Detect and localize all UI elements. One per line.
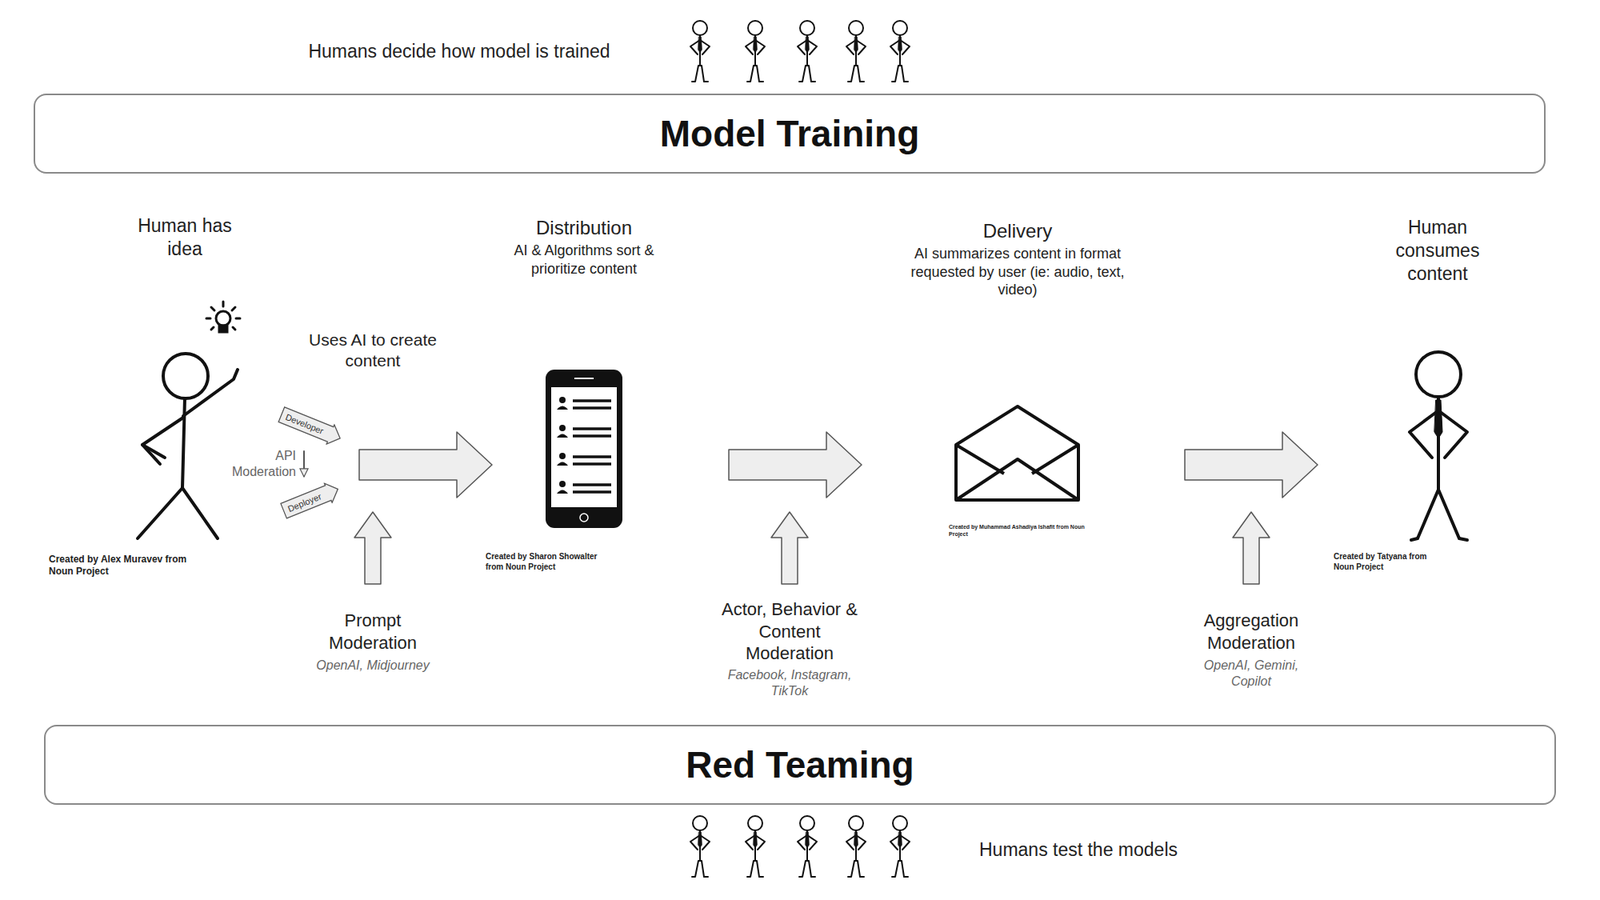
edge-label: API Moderation [222, 448, 296, 479]
stage-band: Red Teaming [44, 724, 1556, 805]
step-note: Uses AI to create content [304, 329, 441, 372]
human-figure [797, 20, 817, 82]
stage-band: Model Training [33, 93, 1546, 174]
role-arrow: Developer [276, 404, 345, 449]
moderation-title: Aggregation Moderation [1187, 609, 1316, 654]
phone-icon [545, 369, 623, 528]
envelope-icon [956, 406, 1079, 500]
human-figure [690, 20, 710, 82]
role-arrow: Deployer [278, 478, 343, 522]
footer-note: Humans test the models [950, 838, 1207, 862]
human-figure [690, 816, 710, 877]
human-figure [890, 20, 910, 82]
human-figure [745, 816, 765, 877]
moderation-arrow [771, 512, 808, 584]
stage-title: Human consumes content [1385, 216, 1490, 285]
stage-description: AI & Algorithms sort & prioritize conten… [500, 241, 668, 278]
flow-arrow [359, 432, 492, 498]
credit-text: Created by Alex Muravev from Noun Projec… [48, 553, 201, 578]
moderation-arrow [1232, 512, 1270, 584]
moderation-arrow [354, 512, 392, 584]
stage-title: Distribution [504, 216, 664, 240]
flow-arrow [728, 432, 862, 498]
node-text: Red Teaming [685, 743, 914, 787]
flow-arrow [1184, 432, 1318, 498]
company-list: OpenAI, Midjourney [292, 657, 453, 674]
moderation-title: Prompt Moderation [312, 609, 433, 654]
credit-text: Created by Tatyana from Noun Project [1333, 552, 1438, 572]
company-list: OpenAI, Gemini, Copilot [1199, 657, 1304, 690]
human-figure [890, 816, 910, 877]
lightbulb-icon [206, 301, 240, 332]
node-text: Model Training [660, 112, 920, 156]
human-figure [846, 816, 866, 877]
stage-title: Human has idea [124, 214, 245, 261]
moderation-connector [303, 450, 305, 477]
moderation-title: Actor, Behavior & Content Moderation [717, 598, 862, 665]
heading-note: Humans decide how model is trained [283, 40, 636, 64]
credit-text: Created by Muhammad Ashadiya Ishafit fro… [948, 524, 1085, 539]
person-figure [137, 353, 238, 539]
company-list: Facebook, Instagram, TikTok [721, 667, 858, 700]
human-figure [846, 20, 866, 82]
human-figure [745, 20, 765, 82]
person-figure [1409, 352, 1468, 540]
credit-text: Created by Sharon Showalter from Noun Pr… [485, 552, 614, 572]
human-figure [797, 816, 817, 877]
stage-description: AI summarizes content in format requeste… [893, 244, 1142, 300]
stage-title: Delivery [937, 219, 1098, 244]
